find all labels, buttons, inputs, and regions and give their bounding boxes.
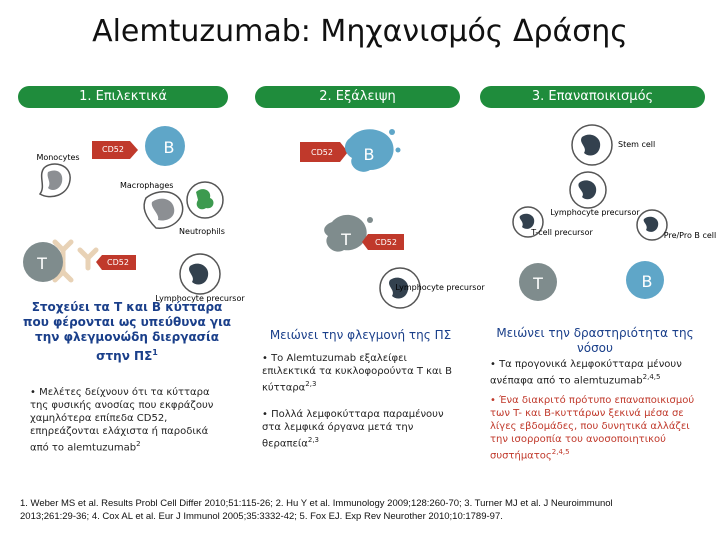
svg-text:B: B — [642, 272, 653, 291]
references-line-1: 1. Weber MS et al. Results Probl Cell Di… — [20, 498, 613, 509]
lymphocyte-precursor-col1 — [179, 253, 221, 295]
pre-pro-b-cell-label: Pre/Pro B cell — [664, 231, 716, 240]
svg-text:B: B — [164, 138, 175, 157]
t-cell-col3: T — [519, 263, 557, 301]
lymphocyte-precursor-col2 — [379, 267, 421, 309]
col1-heading: Στοχεύει τα T και B κύτταρα που φέρονται… — [23, 300, 231, 363]
t-cell-precursor-label: T-cell precursor — [530, 228, 593, 237]
stem-cell-label: Stem cell — [618, 140, 655, 149]
stem-cell — [571, 124, 613, 166]
col2-bullet-1: • Το Alemtuzumab εξαλείφει επιλεκτικά τα… — [262, 353, 453, 394]
lymphocyte-precursor-col3 — [569, 171, 607, 209]
col1-bullet: • Μελέτες δείχνουν ότι τα κύτταρα της φυ… — [30, 387, 214, 454]
b-cell-col2-lysed: B — [345, 129, 401, 172]
b-cell-col3: B — [626, 261, 664, 299]
antibody-group-col1 — [52, 239, 99, 283]
references-line-2: 2013;261:29-36; 4. Cox AL et al. Eur J I… — [20, 511, 503, 522]
svg-text:CD52: CD52 — [311, 148, 333, 157]
neutrophils-label: Neutrophils — [179, 227, 225, 236]
col3-bullet-2: • Ένα διακριτό πρότυπο επαναποικισμού τω… — [490, 395, 695, 462]
column-title-selective: 1. Επιλεκτικά — [18, 86, 228, 108]
svg-text:CD52: CD52 — [375, 238, 397, 247]
b-cell-col1: B — [145, 126, 185, 166]
page-title: Alemtuzumab: Μηχανισμός Δράσης — [92, 14, 628, 49]
cd52-marker-col1-t: CD52 — [96, 255, 136, 270]
col3-heading: Μειώνει την δραστηριότητα της νόσου — [496, 326, 694, 355]
monocytes-label: Monocytes — [36, 153, 79, 162]
macrophages-label: Macrophages — [120, 181, 173, 190]
neutrophil-cell — [186, 181, 224, 219]
t-cell-precursor — [512, 206, 544, 238]
t-cell-col2-lysed: T — [324, 214, 373, 252]
svg-text:T: T — [36, 254, 47, 273]
svg-text:T: T — [532, 274, 543, 293]
cd52-marker-col1: CD52 — [92, 141, 138, 159]
svg-text:B: B — [364, 145, 375, 164]
cd52-marker-col2: CD52 — [300, 142, 348, 162]
lymphocyte-precursor-label-col2: Lymphocyte precursor — [395, 283, 485, 292]
col2-bullet-2: • Πολλά λεμφοκύτταρα παραμένουν στα λεμφ… — [262, 409, 444, 450]
lymphocyte-precursor-label-col1: Lymphocyte precursor — [155, 294, 245, 303]
col2-heading: Μειώνει την φλεγμονή της ΠΣ — [269, 328, 452, 342]
references: 1. Weber MS et al. Results Probl Cell Di… — [20, 497, 710, 523]
mechanism-diagram: CD52 B Monocytes Macrophages Neutrophils… — [23, 124, 716, 309]
cd52-marker-col2-t: CD52 — [362, 234, 404, 250]
lymphocyte-precursor-label-col3: Lymphocyte precursor — [550, 208, 640, 217]
svg-text:T: T — [340, 230, 351, 249]
pre-pro-b-cell — [636, 209, 668, 241]
col3-bullet-1: • Τα προγονικά λεμφοκύτταρα μένουν ανέπα… — [490, 359, 682, 387]
column-title-elimination: 2. Εξάλειψη — [255, 86, 460, 108]
t-cell-col1: T — [23, 242, 63, 282]
svg-text:CD52: CD52 — [107, 258, 129, 267]
macrophage-cell — [143, 191, 184, 229]
monocyte-cell — [38, 163, 71, 198]
column-title-repopulation: 3. Επαναποικισμός — [480, 86, 705, 108]
cd52-label: CD52 — [102, 145, 124, 154]
